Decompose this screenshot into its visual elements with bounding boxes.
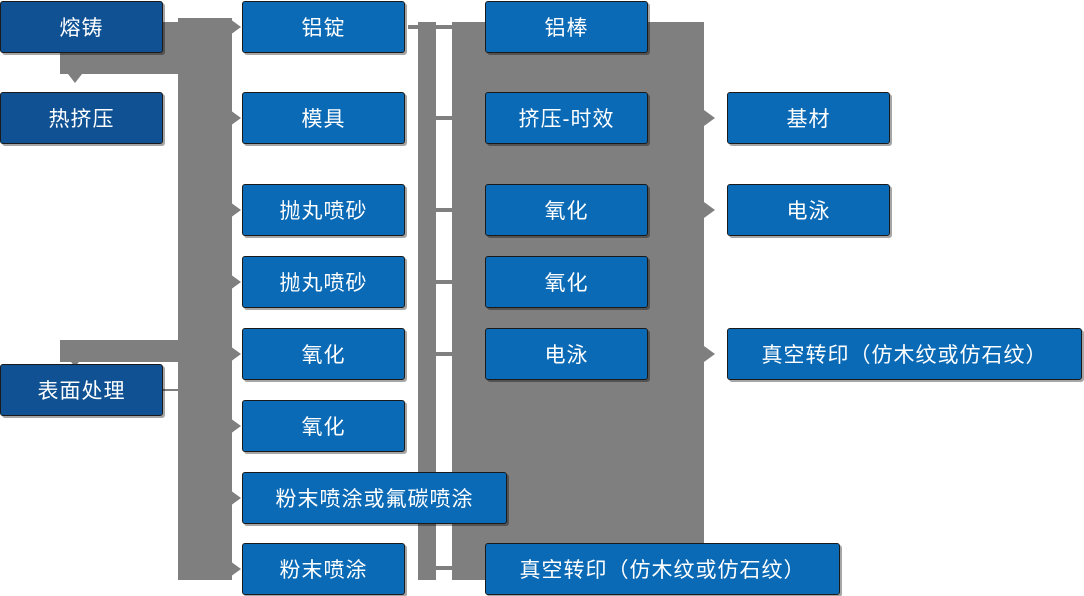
- connector-top-stub: [408, 25, 420, 29]
- connector-surface-treatment-line: [163, 389, 185, 391]
- process-box-shot-blasting-1[interactable]: 抛丸喷砂: [242, 184, 405, 236]
- arrow-to-base-material: [704, 110, 715, 126]
- stage-box-melt-cast[interactable]: 熔铸: [0, 1, 163, 53]
- connector-tick-2: [436, 116, 454, 120]
- arrow-to-shot-blasting-2: [230, 274, 241, 290]
- process-box-vacuum-transfer-1[interactable]: 真空转印（仿木纹或仿石纹）: [485, 543, 840, 595]
- process-box-electrophoresis-2[interactable]: 电泳: [727, 184, 890, 236]
- arrow-to-powder-or-fluorocarbon: [230, 490, 241, 506]
- process-box-mold[interactable]: 模具: [242, 92, 405, 144]
- stage-box-surface-treatment[interactable]: 表面处理: [0, 364, 163, 416]
- connector-middle-narrow-bar: [418, 22, 436, 580]
- arrow-to-mold: [230, 110, 241, 126]
- arrow-to-powder-coating: [230, 561, 241, 577]
- process-box-electrophoresis-1[interactable]: 电泳: [485, 328, 648, 380]
- process-box-powder-coating[interactable]: 粉末喷涂: [242, 543, 405, 595]
- process-box-oxidation-1[interactable]: 氧化: [242, 328, 405, 380]
- process-box-oxidation-2[interactable]: 氧化: [242, 400, 405, 452]
- arrow-to-oxidation-1: [230, 346, 241, 362]
- arrow-down-to-surface-treatment: [68, 358, 82, 367]
- arrow-to-oxidation-2: [230, 418, 241, 434]
- connector-tick-6: [436, 566, 454, 570]
- connector-tick-3: [436, 208, 454, 212]
- process-box-aluminium-bar[interactable]: 铝棒: [485, 1, 648, 53]
- stage-box-hot-extrusion[interactable]: 热挤压: [0, 92, 163, 144]
- arrow-to-shot-blasting-1: [230, 202, 241, 218]
- arrow-to-vacuum-transfer-2: [704, 346, 715, 362]
- arrow-to-aluminium-ingot: [230, 19, 241, 35]
- process-box-extrusion-aging[interactable]: 挤压-时效: [485, 92, 648, 144]
- process-box-oxidation-3[interactable]: 氧化: [485, 184, 648, 236]
- connector-tick-5: [436, 352, 454, 356]
- arrow-down-to-hot-extrusion: [68, 74, 82, 83]
- process-box-base-material[interactable]: 基材: [727, 92, 890, 144]
- process-box-shot-blasting-2[interactable]: 抛丸喷砂: [242, 256, 405, 308]
- connector-tick-4: [436, 280, 454, 284]
- connector-tick-1: [436, 25, 454, 29]
- process-box-oxidation-4[interactable]: 氧化: [485, 256, 648, 308]
- process-box-powder-or-fluorocarbon[interactable]: 粉末喷涂或氟碳喷涂: [242, 472, 507, 524]
- process-box-vacuum-transfer-2[interactable]: 真空转印（仿木纹或仿石纹）: [727, 328, 1082, 380]
- connector-surface-treatment-horizontal: [60, 340, 185, 362]
- connector-left-spine: [178, 18, 232, 580]
- arrow-to-electrophoresis-2: [704, 202, 715, 218]
- process-box-aluminium-ingot[interactable]: 铝锭: [242, 1, 405, 53]
